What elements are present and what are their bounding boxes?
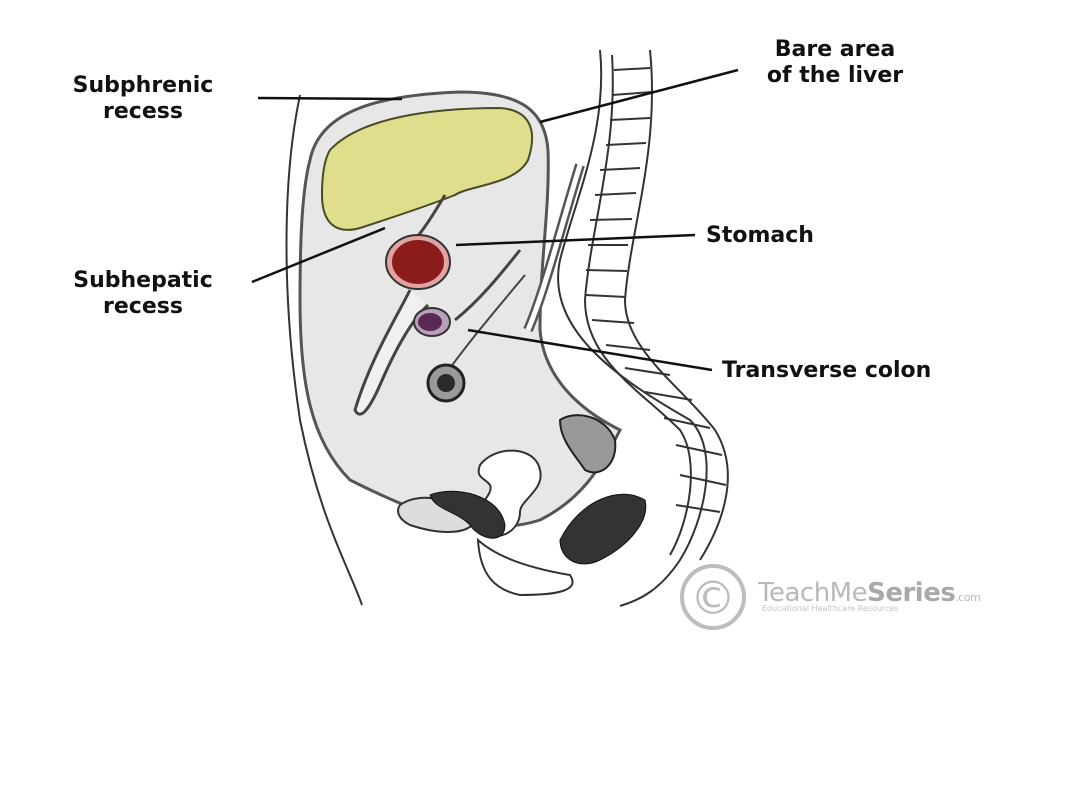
aorta-inner [525, 164, 583, 331]
bare-area-line-2: of the liver [766, 63, 904, 88]
watermark-tagline: Educational Healthcare Resources [762, 604, 899, 613]
sigmoid-colon [558, 414, 617, 474]
watermark-brand: TeachMeSeries.com [758, 578, 981, 608]
bare-area-line-1: Bare area [774, 37, 896, 62]
transverse-colon-label: Transverse colon [722, 358, 932, 383]
greater-omentum [353, 289, 430, 416]
leader-transverse-colon [467, 328, 713, 372]
transverse-mesocolon [454, 249, 522, 322]
leader-stomach [455, 233, 696, 247]
small-intestine-lumen [437, 374, 455, 392]
copyright-circle [680, 564, 746, 630]
watermark-brand-light: TeachMe [758, 578, 868, 608]
posterior-body-wall [557, 49, 708, 607]
bare-area-liver-label: Bare area of the liver [735, 37, 935, 89]
pubic-bone [429, 490, 506, 539]
stomach-lumen [392, 240, 444, 284]
vertebrae [585, 67, 727, 513]
subphrenic-line-1: Subphrenic [72, 73, 214, 98]
watermark-brand-bold: Series [867, 578, 956, 608]
watermark-domain: .com [955, 591, 981, 604]
mesentery [444, 274, 526, 376]
vertebral-column-back [623, 49, 729, 561]
leader-bare-area [539, 68, 739, 124]
subhepatic-line-2: recess [103, 294, 183, 319]
leader-subhepatic [251, 226, 386, 284]
transverse-colon-lumen [418, 313, 442, 331]
vertebral-column-front [583, 54, 692, 556]
stomach-label: Stomach [706, 223, 814, 248]
leader-subphrenic [257, 96, 403, 101]
subphrenic-recess-label: Subphrenic recess [48, 73, 238, 125]
teachmeseries-watermark: TeachMeSeries.com Educational Healthcare… [678, 572, 1018, 622]
liver [320, 106, 534, 231]
subhepatic-line-1: Subhepatic [73, 268, 213, 293]
subphrenic-line-2: recess [103, 99, 183, 124]
perineum [476, 537, 574, 597]
anterior-body-wall [285, 94, 363, 606]
subhepatic-recess-label: Subhepatic recess [48, 268, 238, 320]
copyright-symbol: © [690, 571, 736, 625]
rectum [559, 493, 647, 565]
